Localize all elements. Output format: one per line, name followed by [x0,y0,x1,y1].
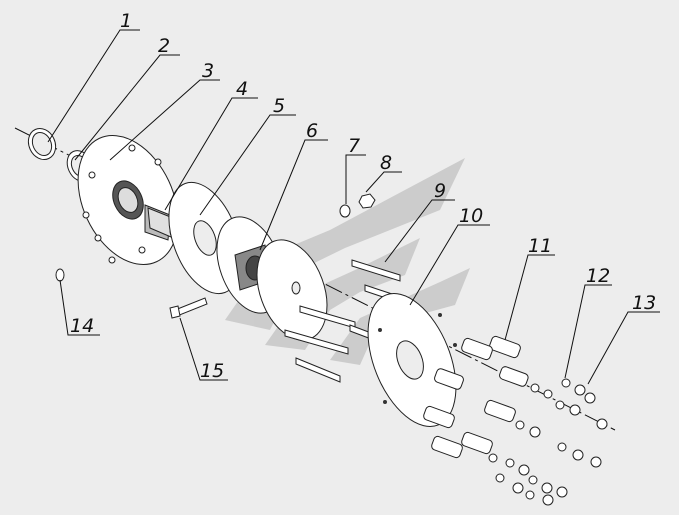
part-nut-hex [358,193,376,209]
part-washers-nuts [488,378,608,506]
part-nut-small [339,204,351,218]
part-springs [423,335,529,459]
part-grease-fitting [55,268,65,282]
callout-3: 3 [202,60,214,82]
callout-4: 4 [236,78,248,100]
callout-6: 6 [306,120,318,142]
callout-8: 8 [380,152,392,174]
callout-7: 7 [348,135,360,157]
callout-11: 11 [528,235,552,257]
callout-15: 15 [200,360,224,382]
callout-2: 2 [158,35,170,57]
callout-labels: 1 2 3 4 5 6 7 8 9 10 11 12 13 14 15 [70,10,656,382]
callout-13: 13 [632,292,656,314]
callout-5: 5 [273,95,285,117]
part-snap-ring [27,127,57,161]
part-bolt [169,297,208,319]
callout-10: 10 [459,205,483,227]
part-large-disc [367,293,457,427]
leader-lines [47,29,660,385]
callout-9: 9 [434,180,446,202]
callout-1: 1 [120,10,132,32]
callout-12: 12 [586,265,610,287]
callout-14: 14 [70,315,94,337]
